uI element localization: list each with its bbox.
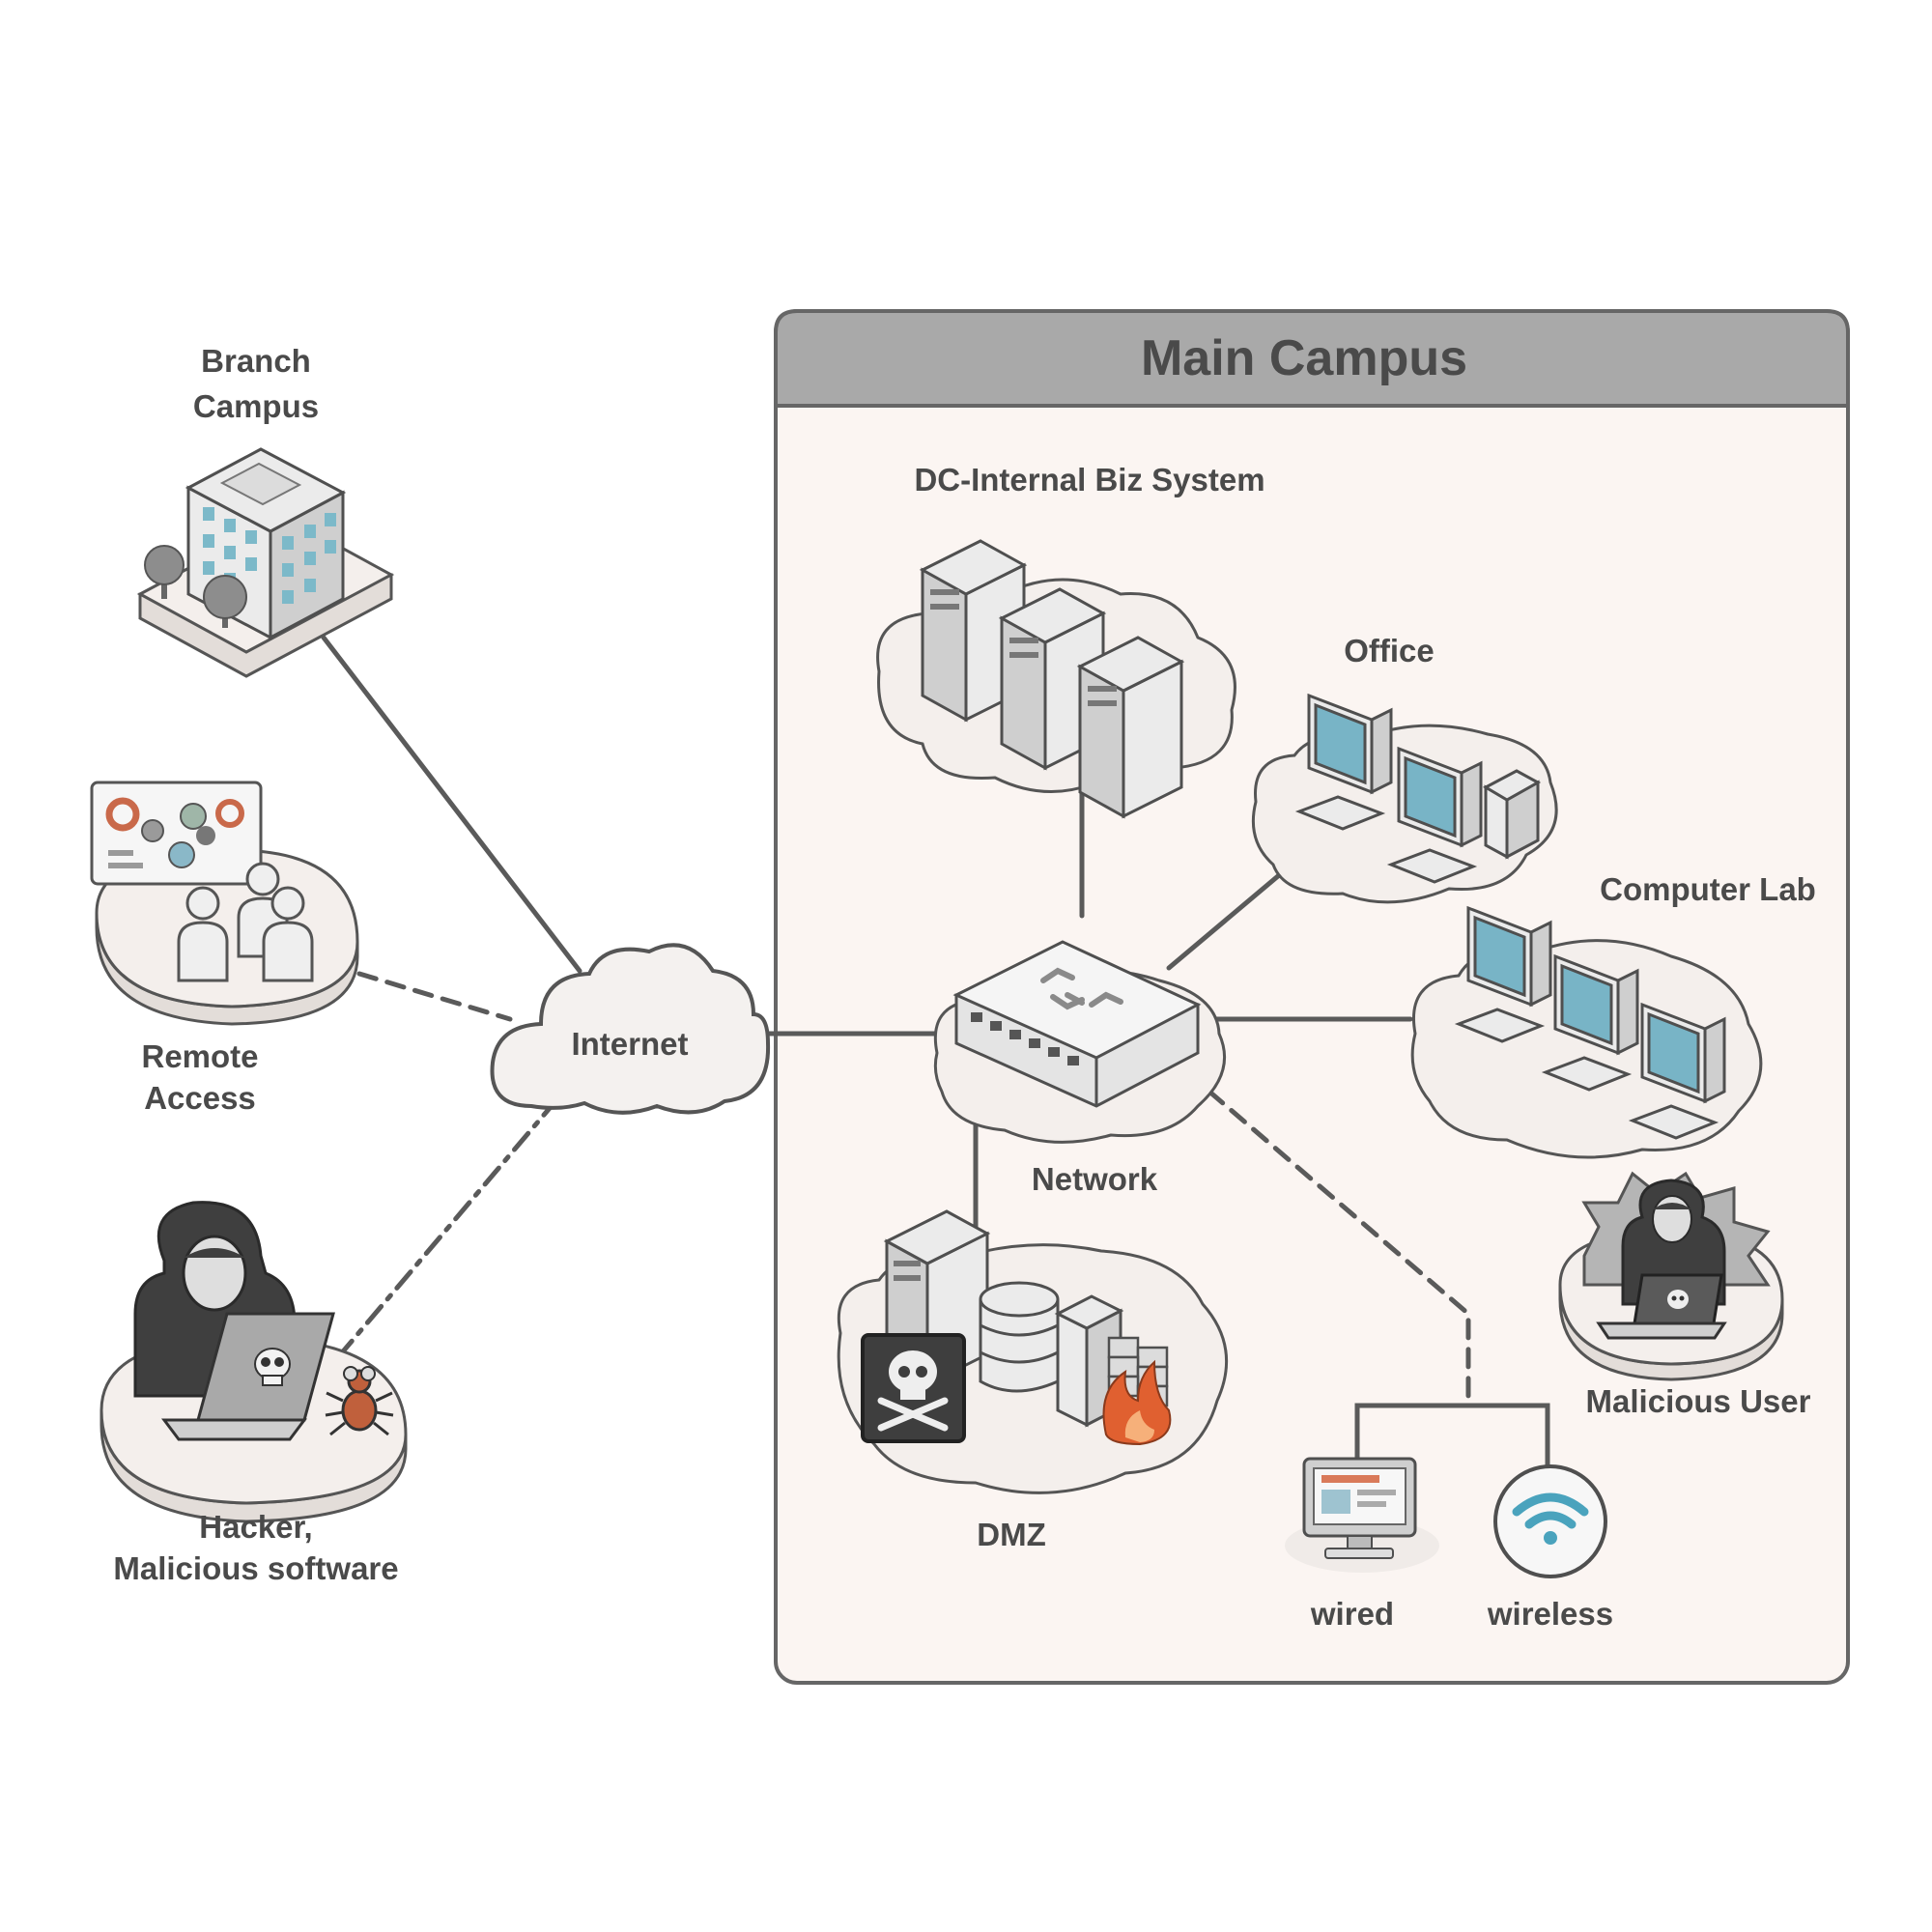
monitor-icon <box>1454 905 1552 1043</box>
connections <box>321 635 1550 1471</box>
wired-label: wired <box>1310 1596 1394 1632</box>
remote-access-label-line2: Access <box>144 1080 256 1116</box>
monitor-icon <box>1294 693 1393 831</box>
building-icon <box>185 447 347 640</box>
database-icon <box>979 1281 1060 1393</box>
remote-access-label-line1: Remote <box>141 1038 258 1074</box>
malicious-user-node[interactable]: Malicious User <box>1558 1171 1811 1419</box>
remote-access-node[interactable]: Remote Access <box>90 781 359 1116</box>
dmz-label: DMZ <box>977 1517 1045 1552</box>
link-branch-internet <box>321 635 582 974</box>
office-node[interactable]: Office <box>1251 633 1558 904</box>
branch-campus-label-line2: Campus <box>193 388 319 424</box>
main-campus-title: Main Campus <box>1141 330 1467 386</box>
dc-label: DC-Internal Biz System <box>914 462 1264 497</box>
link-hacker-internet <box>335 1098 558 1360</box>
monitor-icon <box>1302 1457 1417 1559</box>
computer-lab-label: Computer Lab <box>1600 871 1816 907</box>
dashboard-icon <box>90 781 263 886</box>
dmz-node[interactable]: DMZ <box>837 1209 1229 1552</box>
computer-lab-node[interactable]: Computer Lab <box>1410 871 1816 1159</box>
link-access-wired <box>1354 1403 1471 1471</box>
network-label: Network <box>1032 1161 1158 1197</box>
monitor-icon <box>1541 953 1639 1092</box>
hacker-icon <box>1621 1179 1726 1306</box>
link-network-access <box>1207 1089 1471 1408</box>
tree-icon <box>144 545 247 628</box>
internet-node[interactable]: Internet <box>490 943 771 1115</box>
branch-campus-node[interactable]: Branch Campus <box>136 343 395 678</box>
fire-icon <box>1102 1359 1172 1446</box>
dc-node[interactable]: DC-Internal Biz System <box>876 462 1265 819</box>
hacker-node[interactable]: Hacker, Malicious software <box>99 1201 408 1586</box>
server-icon <box>1482 769 1542 860</box>
switch-icon <box>952 940 1202 1108</box>
network-node[interactable]: Network <box>933 940 1227 1197</box>
server-icon <box>1076 636 1185 819</box>
monitor-icon <box>1628 1002 1726 1140</box>
wireless-node[interactable]: wireless <box>1487 1464 1613 1632</box>
link-remote-internet <box>356 971 513 1022</box>
hacker-label-line2: Malicious software <box>113 1550 398 1586</box>
wired-node[interactable]: wired <box>1285 1457 1439 1632</box>
internet-label: Internet <box>571 1026 688 1062</box>
skull-icon <box>254 1348 291 1386</box>
wifi-icon <box>1512 1492 1589 1529</box>
malicious-user-label: Malicious User <box>1586 1383 1811 1419</box>
cloud-icon <box>490 943 771 1115</box>
laptop-icon <box>1596 1273 1727 1340</box>
monitor-icon <box>1386 746 1483 884</box>
skull-icon <box>861 1333 966 1443</box>
branch-campus-label-line1: Branch <box>201 343 311 379</box>
bug-icon <box>325 1366 394 1436</box>
link-access-wireless <box>1465 1403 1550 1471</box>
office-label: Office <box>1344 633 1435 668</box>
hacker-label-line1: Hacker, <box>199 1509 312 1545</box>
wireless-label: wireless <box>1487 1596 1613 1632</box>
users-icon <box>177 862 314 982</box>
